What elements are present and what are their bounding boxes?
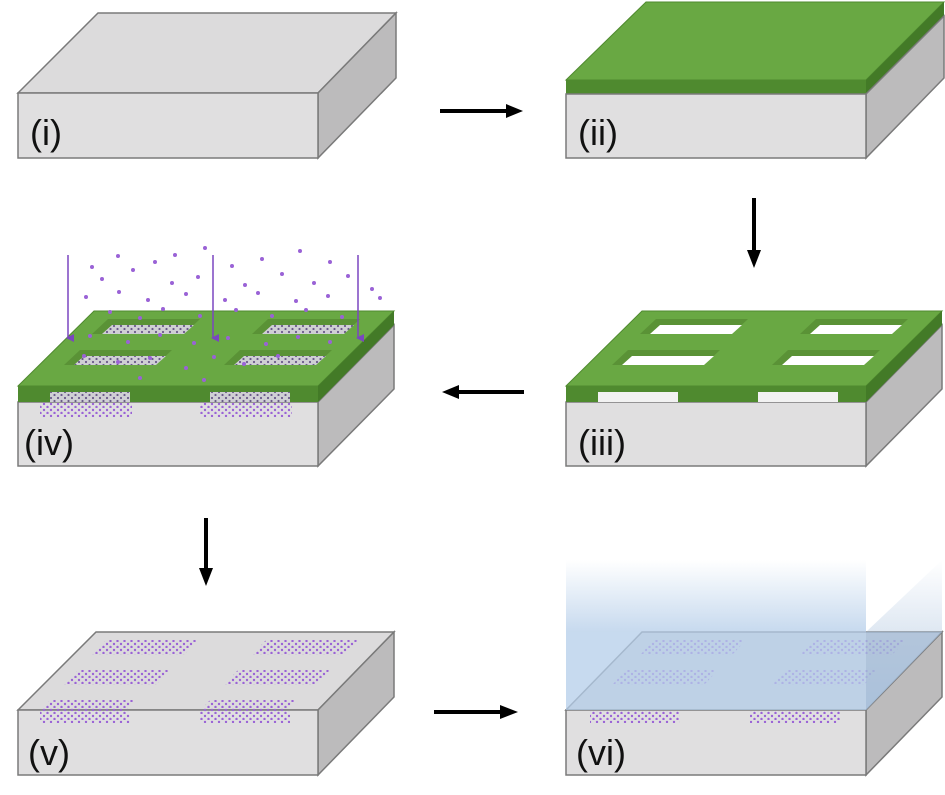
liquid-layer [566,560,942,710]
step-label-vi: (vi) [576,732,626,773]
arrow-right-1 [440,104,523,118]
panel-v: (v) [16,630,396,777]
patterned-resist-substrate [564,310,944,468]
resist-coated-substrate [564,1,945,160]
step-label-iv: (iv) [24,422,74,463]
arrow-left-1 [442,385,524,399]
panel-ii: (ii) [564,1,945,160]
arrow-down-2 [199,518,213,586]
arrow-right-2 [434,705,518,719]
panel-iii: (iii) [564,310,944,468]
step-label-v: (v) [28,732,70,773]
step-label-iii: (iii) [578,422,626,463]
substrate-block [16,11,398,160]
step-label-i: (i) [30,112,62,153]
dopant-particles [82,246,382,382]
panel-iv: (iv) [16,246,396,468]
panel-i: (i) [16,11,398,160]
ion-beam-arrows [66,255,364,342]
doped-substrate [16,630,396,777]
arrow-down-1 [747,198,761,268]
implanted-resist-substrate [16,310,396,468]
step-label-ii: (ii) [578,112,618,153]
panel-vi: (vi) [564,560,944,777]
